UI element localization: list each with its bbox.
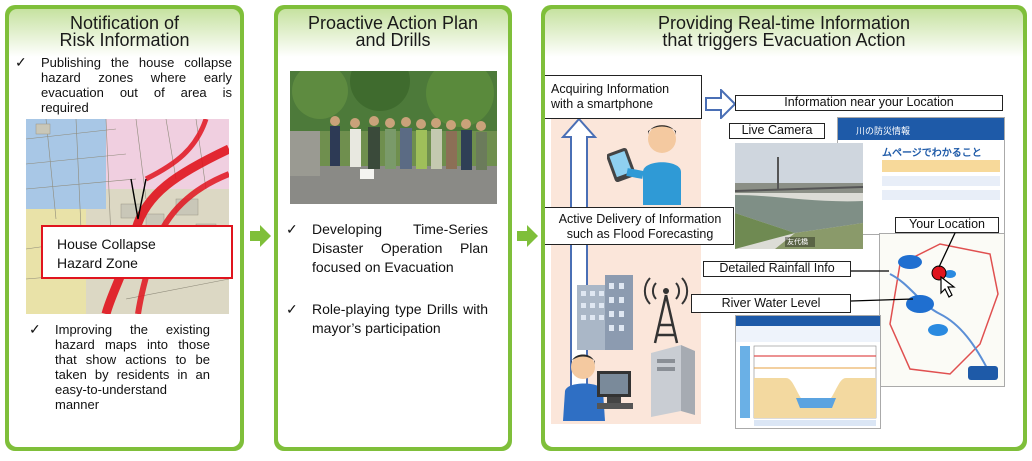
callout-leader-lines	[850, 232, 956, 302]
checkmark-icon: ✓	[286, 221, 298, 237]
near-location-callout: Information near your Location	[735, 95, 1003, 111]
camera-caption: 友代橋	[787, 239, 808, 246]
live-camera-graphic	[735, 143, 863, 249]
live-camera-photo: 友代橋	[735, 143, 863, 249]
panel-realtime-information: Providing Real-time Information that tri…	[541, 5, 1027, 451]
panel-title: Proactive Action Plan and Drills	[307, 13, 479, 50]
hazard-map-graphic	[26, 119, 229, 314]
smartphone-callout: Acquiring Information with a smartphone	[545, 75, 702, 119]
flow-arrow-icon	[250, 225, 271, 247]
rainfall-map	[879, 233, 1005, 387]
river-level-chart	[735, 315, 881, 429]
site-header-bar: 川の防災情報	[838, 118, 1004, 140]
site-section-title: ムページでわかること	[882, 148, 982, 159]
panel-risk-information: Notification of Risk Information ✓ Publi…	[5, 5, 244, 451]
river-level-graphic	[736, 316, 880, 426]
hazard-map-image	[26, 119, 229, 314]
website-screenshot: 川の防災情報 ムページでわかること	[837, 117, 1005, 235]
location-pin-icon	[931, 265, 956, 298]
panel-title: Notification of Risk Information	[59, 13, 190, 50]
hazard-zone-label: House Collapse Hazard Zone	[41, 225, 233, 279]
rainfall-callout: Detailed Rainfall Info	[703, 261, 851, 277]
operator-computer-icon	[563, 345, 695, 421]
panel-action-plan: Proactive Action Plan and Drills	[274, 5, 512, 451]
rainfall-map-graphic	[880, 234, 1004, 386]
checkmark-icon: ✓	[15, 54, 27, 70]
antenna-icon	[643, 277, 689, 344]
right-arrow-icon	[705, 89, 737, 119]
your-location-callout: Your Location	[895, 217, 999, 233]
drill-photo	[290, 71, 497, 204]
building-icon	[577, 275, 633, 350]
flow-arrow-icon	[517, 225, 538, 247]
checkmark-icon: ✓	[286, 301, 298, 317]
checkmark-icon: ✓	[29, 321, 41, 337]
live-camera-callout: Live Camera	[729, 123, 825, 139]
panel-title: Providing Real-time Information that tri…	[657, 13, 911, 50]
smartphone-user-icon	[607, 125, 681, 205]
active-delivery-callout: Active Delivery of Information such as F…	[545, 207, 734, 245]
drill-photo-graphic	[290, 71, 497, 204]
river-level-callout: River Water Level	[691, 294, 851, 313]
